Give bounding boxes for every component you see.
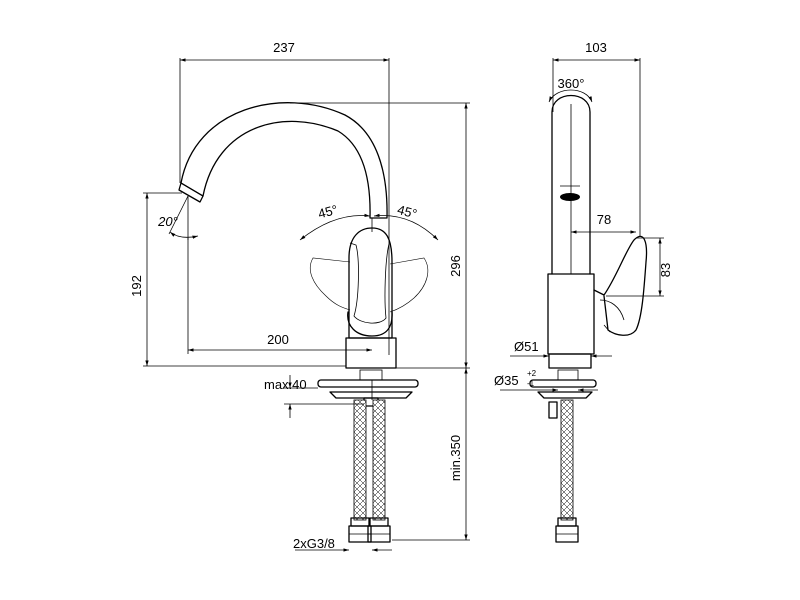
side-view: 103 360° 78 83 Ø51 Ø35 +2 -1 bbox=[494, 40, 673, 543]
side-lever bbox=[593, 235, 648, 336]
side-fixing-nut bbox=[548, 401, 558, 419]
dim-side-rotation: 360° bbox=[558, 76, 585, 91]
dim-front-hose-length: min.350 bbox=[448, 435, 463, 481]
side-fixing-plate bbox=[537, 391, 593, 399]
dim-side-hole-diameter: Ø35 bbox=[494, 373, 519, 388]
front-view: 237 296 min.350 192 200 20° 45° 45° bbox=[129, 40, 470, 552]
dim-arc-360 bbox=[548, 89, 593, 103]
dim-front-max-thickness: max.40 bbox=[264, 377, 307, 392]
front-base bbox=[345, 337, 397, 369]
front-aerator bbox=[178, 182, 204, 203]
front-hose-left bbox=[348, 399, 372, 543]
side-spout bbox=[551, 94, 591, 275]
dim-front-reach: 200 bbox=[267, 332, 289, 347]
front-lever-handle bbox=[349, 242, 390, 324]
side-base bbox=[548, 353, 592, 369]
front-spout bbox=[180, 102, 388, 219]
dim-side-hole-tol-plus: +2 bbox=[527, 369, 537, 378]
front-flange bbox=[317, 379, 419, 388]
dim-side-hole-tol-minus: -1 bbox=[527, 379, 535, 388]
front-threaded-shank bbox=[359, 369, 383, 381]
dim-arc-45-right bbox=[373, 213, 439, 241]
dim-arc-45-left bbox=[299, 213, 371, 241]
dim-side-depth: 103 bbox=[585, 40, 607, 55]
ext-line bbox=[168, 195, 189, 235]
dim-front-height: 296 bbox=[448, 255, 463, 277]
dim-front-spout-angle: 20° bbox=[157, 214, 178, 229]
dim-front-width: 237 bbox=[273, 40, 295, 55]
front-hose-right bbox=[367, 399, 391, 543]
dim-side-base-diameter: Ø51 bbox=[514, 339, 539, 354]
dim-front-spout-height: 192 bbox=[129, 275, 144, 297]
front-lever-ghost-right bbox=[389, 257, 429, 313]
dim-side-lever-depth: 78 bbox=[597, 212, 611, 227]
front-lever-tip bbox=[347, 311, 393, 337]
side-body bbox=[547, 273, 595, 355]
side-threaded-shank bbox=[557, 369, 579, 381]
front-fixing-plate bbox=[329, 391, 413, 399]
side-lever-inner bbox=[599, 299, 625, 333]
side-flange bbox=[529, 379, 597, 388]
dim-front-hose-connection: 2xG3/8 bbox=[293, 536, 335, 551]
front-lever-ghost-left bbox=[309, 257, 351, 311]
dim-front-angle-right: 45° bbox=[396, 202, 419, 222]
dim-arc-20 bbox=[169, 231, 199, 239]
dim-side-lever-height: 83 bbox=[658, 263, 673, 277]
dim-front-angle-left: 45° bbox=[316, 202, 339, 222]
side-aerator bbox=[560, 193, 580, 201]
side-hose bbox=[555, 399, 579, 543]
